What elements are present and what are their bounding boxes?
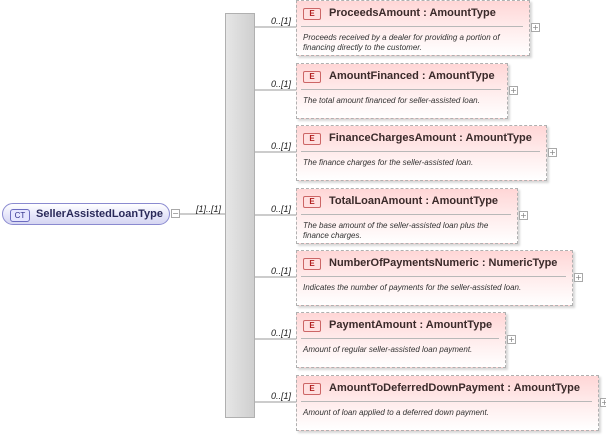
element-documentation: The base amount of the seller-assisted l… [303, 221, 489, 240]
element-title: AmountFinanced : AmountType [329, 70, 495, 82]
element-documentation: Amount of loan applied to a deferred dow… [303, 408, 489, 417]
element-badge: E [303, 196, 321, 208]
element-divider [301, 26, 523, 27]
element-documentation: The finance charges for the seller-assis… [303, 158, 474, 167]
element-badge: E [303, 320, 321, 332]
element-title: NumberOfPaymentsNumeric : NumericType [329, 257, 558, 269]
element-multiplicity: 0..[1] [271, 328, 292, 338]
element-divider [301, 276, 566, 277]
sequence-compositor[interactable] [225, 13, 255, 418]
element-multiplicity: 0..[1] [271, 16, 292, 26]
element-documentation: Amount of regular seller-assisted loan p… [303, 345, 473, 354]
element-title: ProceedsAmount : AmountType [329, 7, 496, 19]
element-box[interactable]: E AmountToDeferredDownPayment : AmountTyp… [296, 375, 599, 431]
element-badge: E [303, 258, 321, 270]
expand-icon[interactable]: + [548, 148, 557, 157]
element-title: PaymentAmount : AmountType [329, 319, 493, 331]
element-multiplicity: 0..[1] [271, 266, 292, 276]
element-divider [301, 214, 511, 215]
element-documentation: Proceeds received by a dealer for provid… [303, 33, 500, 52]
element-title: AmountToDeferredDownPayment : AmountType [329, 382, 580, 394]
element-documentation: The total amount financed for seller-ass… [303, 96, 480, 105]
element-multiplicity: 0..[1] [271, 79, 292, 89]
element-divider [301, 89, 501, 90]
element-title: FinanceChargesAmount : AmountType [329, 132, 532, 144]
expand-icon[interactable]: + [519, 211, 528, 220]
element-title: TotalLoanAmount : AmountType [329, 195, 499, 207]
expand-icon[interactable]: + [600, 398, 606, 407]
element-divider [301, 338, 499, 339]
element-badge: E [303, 71, 321, 83]
element-multiplicity: 0..[1] [271, 391, 292, 401]
root-type-name: SellerAssistedLoanType [36, 208, 163, 220]
expand-icon[interactable]: + [507, 335, 516, 344]
element-badge: E [303, 133, 321, 145]
complex-type-badge: CT [10, 209, 30, 222]
expand-icon[interactable]: + [531, 23, 540, 32]
element-documentation: Indicates the number of payments for the… [303, 283, 522, 292]
element-multiplicity: 0..[1] [271, 204, 292, 214]
expand-icon[interactable]: + [509, 86, 518, 95]
expand-icon[interactable]: + [574, 273, 583, 282]
element-badge: E [303, 383, 321, 395]
root-multiplicity: [1]..[1] [196, 204, 222, 214]
element-divider [301, 151, 540, 152]
element-badge: E [303, 8, 321, 20]
element-divider [301, 401, 592, 402]
root-complex-type[interactable]: CT SellerAssistedLoanType [2, 203, 170, 225]
element-multiplicity: 0..[1] [271, 141, 292, 151]
root-collapse-icon[interactable]: − [171, 209, 180, 218]
